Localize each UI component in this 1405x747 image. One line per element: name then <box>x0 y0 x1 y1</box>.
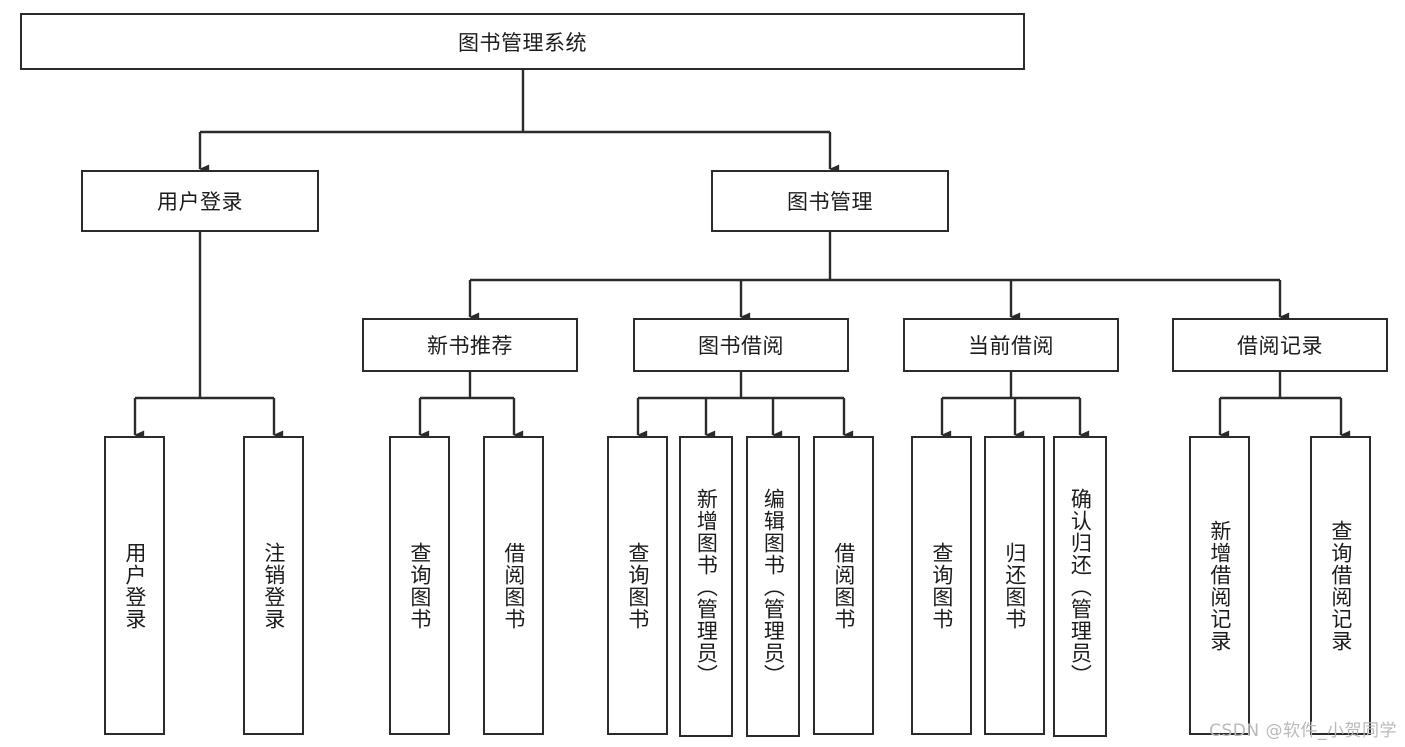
node-label: 新书推荐 <box>427 334 513 358</box>
node-label: 借阅图书 <box>501 541 526 630</box>
node-bookmgmt[interactable]: 图书管理 <box>711 170 949 232</box>
node-l4[interactable]: 借阅图书 <box>483 436 544 735</box>
node-label: 注销登录 <box>261 541 286 630</box>
node-records[interactable]: 借阅记录 <box>1172 318 1388 372</box>
node-label: 归还图书 <box>1002 541 1027 630</box>
node-l5[interactable]: 查询图书 <box>607 436 668 735</box>
node-l10[interactable]: 归还图书 <box>984 436 1045 735</box>
node-l2[interactable]: 注销登录 <box>243 436 304 735</box>
node-l8[interactable]: 借阅图书 <box>813 436 874 735</box>
node-root[interactable]: 图书管理系统 <box>20 13 1025 70</box>
node-current[interactable]: 当前借阅 <box>903 318 1119 372</box>
node-label: 图书管理系统 <box>458 30 587 55</box>
node-label: 当前借阅 <box>968 334 1054 358</box>
node-l11[interactable]: 确认归还（管理员） <box>1053 436 1107 737</box>
node-l7[interactable]: 编辑图书（管理员） <box>746 436 800 737</box>
node-label: 图书借阅 <box>698 334 784 358</box>
node-label: 编辑图书（管理员） <box>761 487 786 686</box>
node-l1[interactable]: 用户登录 <box>104 436 165 735</box>
node-label: 查询图书 <box>625 541 650 630</box>
node-l6[interactable]: 新增图书（管理员） <box>679 436 733 737</box>
node-label: 确认归还（管理员） <box>1068 487 1093 686</box>
node-l12[interactable]: 新增借阅记录 <box>1189 436 1250 735</box>
node-label: 查询图书 <box>407 541 432 630</box>
node-l3[interactable]: 查询图书 <box>389 436 450 735</box>
node-label: 新增图书（管理员） <box>694 487 719 686</box>
node-login[interactable]: 用户登录 <box>81 170 319 232</box>
node-label: 新增借阅记录 <box>1207 519 1232 652</box>
node-label: 借阅图书 <box>831 541 856 630</box>
node-label: 查询借阅记录 <box>1328 519 1353 652</box>
node-borrow[interactable]: 图书借阅 <box>633 318 849 372</box>
node-l9[interactable]: 查询图书 <box>911 436 972 735</box>
node-label: 图书管理 <box>787 190 873 214</box>
watermark-text: CSDN @软件_小贺同学 <box>1209 721 1397 741</box>
node-newbook[interactable]: 新书推荐 <box>362 318 578 372</box>
node-label: 借阅记录 <box>1237 334 1323 358</box>
node-label: 查询图书 <box>929 541 954 630</box>
node-l13[interactable]: 查询借阅记录 <box>1310 436 1371 735</box>
node-label: 用户登录 <box>122 541 147 630</box>
node-label: 用户登录 <box>157 190 243 214</box>
